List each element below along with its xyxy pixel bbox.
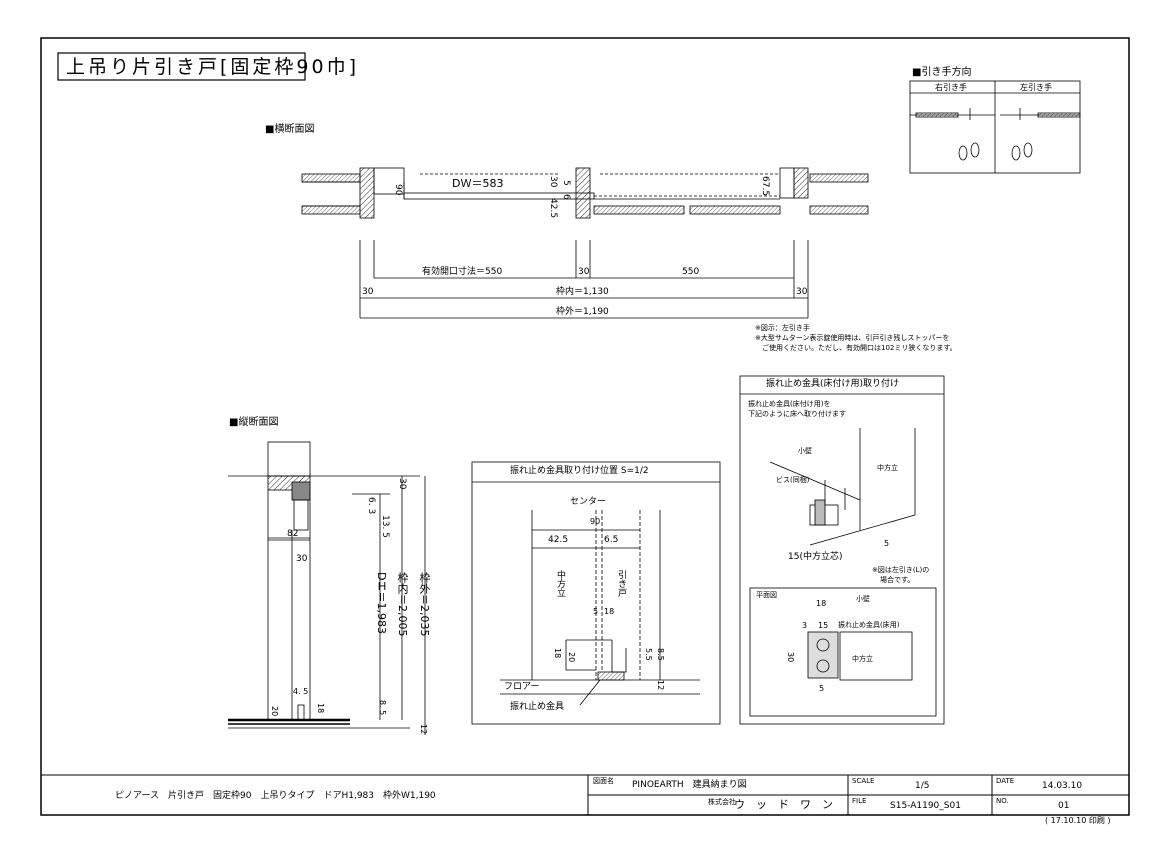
dim-cross-5: 5	[561, 180, 571, 186]
position-detail-title: 振れ止め金具取り付け位置 S=1/2	[510, 466, 649, 476]
label-plan-fitting: 振れ止め金具(床用)	[838, 621, 900, 629]
dim-plan-5: 5	[819, 684, 825, 693]
title-block-lines	[41, 774, 1129, 815]
print-date: ( 17.10.10 印刷 )	[1045, 816, 1111, 825]
dim-pos-5-5: 5.5	[644, 648, 653, 661]
dim-vert-top-30: 30	[397, 478, 407, 490]
label-screw: ビス(同梱)	[776, 476, 810, 484]
dim-pos-18: 18	[604, 607, 615, 616]
dim-inner-height: 枠内＝2,005	[396, 572, 409, 637]
dim-dw: DＷ＝583	[452, 177, 504, 190]
install-desc-1: 振れ止め金具(床付け用)を	[748, 400, 831, 408]
dim-right-550: 550	[682, 267, 700, 277]
label-company: 株式会社	[708, 798, 736, 806]
dim-vert-20: 20	[270, 706, 279, 717]
dim-pos-42-5: 42.5	[548, 535, 569, 545]
label-pos-door: 引き戸	[616, 570, 626, 597]
label-install-mullion: 中方立	[877, 464, 898, 472]
dim-right-30: 30	[796, 287, 808, 297]
handle-direction-drawing	[909, 80, 1081, 174]
sheet-border	[40, 37, 1130, 816]
label-plan-wall: 小壁	[856, 595, 870, 603]
dim-plan-3: 3	[802, 621, 808, 630]
dim-vert-4-5: 4. 5	[293, 687, 309, 696]
dim-mid-30: 30	[578, 267, 590, 277]
install-note-2: 場合です。	[880, 576, 915, 584]
dim-install-15: 15(中方立芯)	[788, 552, 843, 562]
file-value: S15-A1190_S01	[890, 801, 961, 811]
install-note-1: ※図は左引き(L)の	[872, 566, 930, 574]
label-file: FILE	[852, 797, 867, 805]
label-plan-mullion: 中方立	[852, 655, 873, 663]
handle-direction-heading: ■引き手方向	[912, 67, 972, 78]
dim-pos-5: 5	[593, 607, 599, 616]
dim-cross-6: 6	[561, 194, 571, 200]
title-box	[57, 52, 306, 81]
dim-pos-6-5: 6.5	[604, 535, 619, 545]
dim-vert-6-3: 6. 3	[366, 497, 376, 515]
dim-install-5: 5	[884, 539, 890, 548]
install-detail-drawing	[739, 375, 945, 725]
company-name: ウ ッ ド ワ ン	[734, 798, 833, 811]
dim-vert-13-5: 13. 5	[380, 515, 390, 538]
cross-section-drawing	[301, 167, 869, 319]
scale-value: 1/5	[915, 781, 930, 791]
label-floor: フロアー	[504, 682, 540, 692]
label-drawing-name: 図面名	[593, 777, 614, 785]
no-value: 01	[1058, 801, 1070, 811]
dim-pos-12: 12	[656, 680, 665, 691]
dim-door-height: DＨ＝1,983	[375, 572, 388, 634]
dim-left-30: 30	[362, 287, 374, 297]
dim-vert-18: 18	[316, 703, 325, 714]
label-pos-mullion: 中方立	[555, 570, 565, 597]
drawing-description: ピノアース 片引き戸 固定枠90 上吊りタイプ ドアH1,983 枠外W1,19…	[115, 791, 436, 801]
drawing-name: PINOEARTH 建具納まり図	[632, 780, 747, 790]
dim-pos-left-18: 18	[553, 648, 562, 659]
dim-cross-30: 30	[548, 176, 558, 188]
right-handle-label: 右引き手	[935, 83, 967, 92]
dim-pos-90: 90	[590, 517, 601, 526]
dim-plan-18: 18	[816, 599, 827, 608]
dim-outer-width: 枠外＝1,190	[556, 307, 609, 317]
label-small-wall: 小壁	[798, 447, 812, 455]
label-plan: 平面図	[756, 591, 777, 599]
vertical-section-heading: ■縦断面図	[229, 417, 279, 428]
label-date: DATE	[996, 777, 1015, 785]
dim-plan-15: 15	[818, 621, 829, 630]
dim-cross-42-5: 42.5	[548, 198, 558, 219]
dim-vert-8-5: 8. 5	[378, 700, 387, 716]
dim-cross-90: 90	[393, 184, 403, 196]
dim-plan-30: 30	[786, 652, 795, 663]
dim-vert-30: 30	[296, 554, 308, 564]
position-detail-drawing	[471, 461, 721, 725]
dim-vert-12: 12	[419, 724, 428, 735]
dim-vert-82: 82	[287, 529, 299, 539]
note-3: ご使用ください。ただし、有効開口は102ミリ狭くなります。	[755, 344, 957, 352]
drawing-title: 上吊り片引き戸[固定枠90巾]	[66, 56, 360, 78]
dim-outer-height: 枠外＝2,035	[418, 572, 431, 637]
dim-pos-8-5: 8.5	[656, 648, 665, 661]
install-desc-2: 下記のように床へ取り付けます	[748, 410, 846, 418]
label-fitting: 振れ止め金具	[510, 702, 565, 712]
dim-inner-width: 枠内＝1,130	[556, 287, 609, 297]
cross-section-heading: ■横断面図	[265, 124, 315, 135]
note-1: ※図示：左引き手	[755, 324, 810, 332]
date-value: 14.03.10	[1042, 781, 1083, 791]
dim-pos-left-20: 20	[567, 652, 576, 663]
note-2: ※大型サムターン表示錠使用時は、引戸引き残しストッパーを	[755, 334, 950, 342]
dim-cross-67-5: 67.5	[760, 176, 770, 197]
vertical-section-drawing	[228, 441, 426, 735]
install-title: 振れ止め金具(床付け用)取り付け	[766, 379, 900, 389]
label-center: センター	[570, 497, 607, 507]
left-handle-label: 左引き手	[1020, 83, 1052, 92]
label-no: NO.	[996, 797, 1009, 805]
dim-opening: 有効開口寸法＝550	[422, 267, 503, 277]
label-scale: SCALE	[852, 777, 875, 785]
